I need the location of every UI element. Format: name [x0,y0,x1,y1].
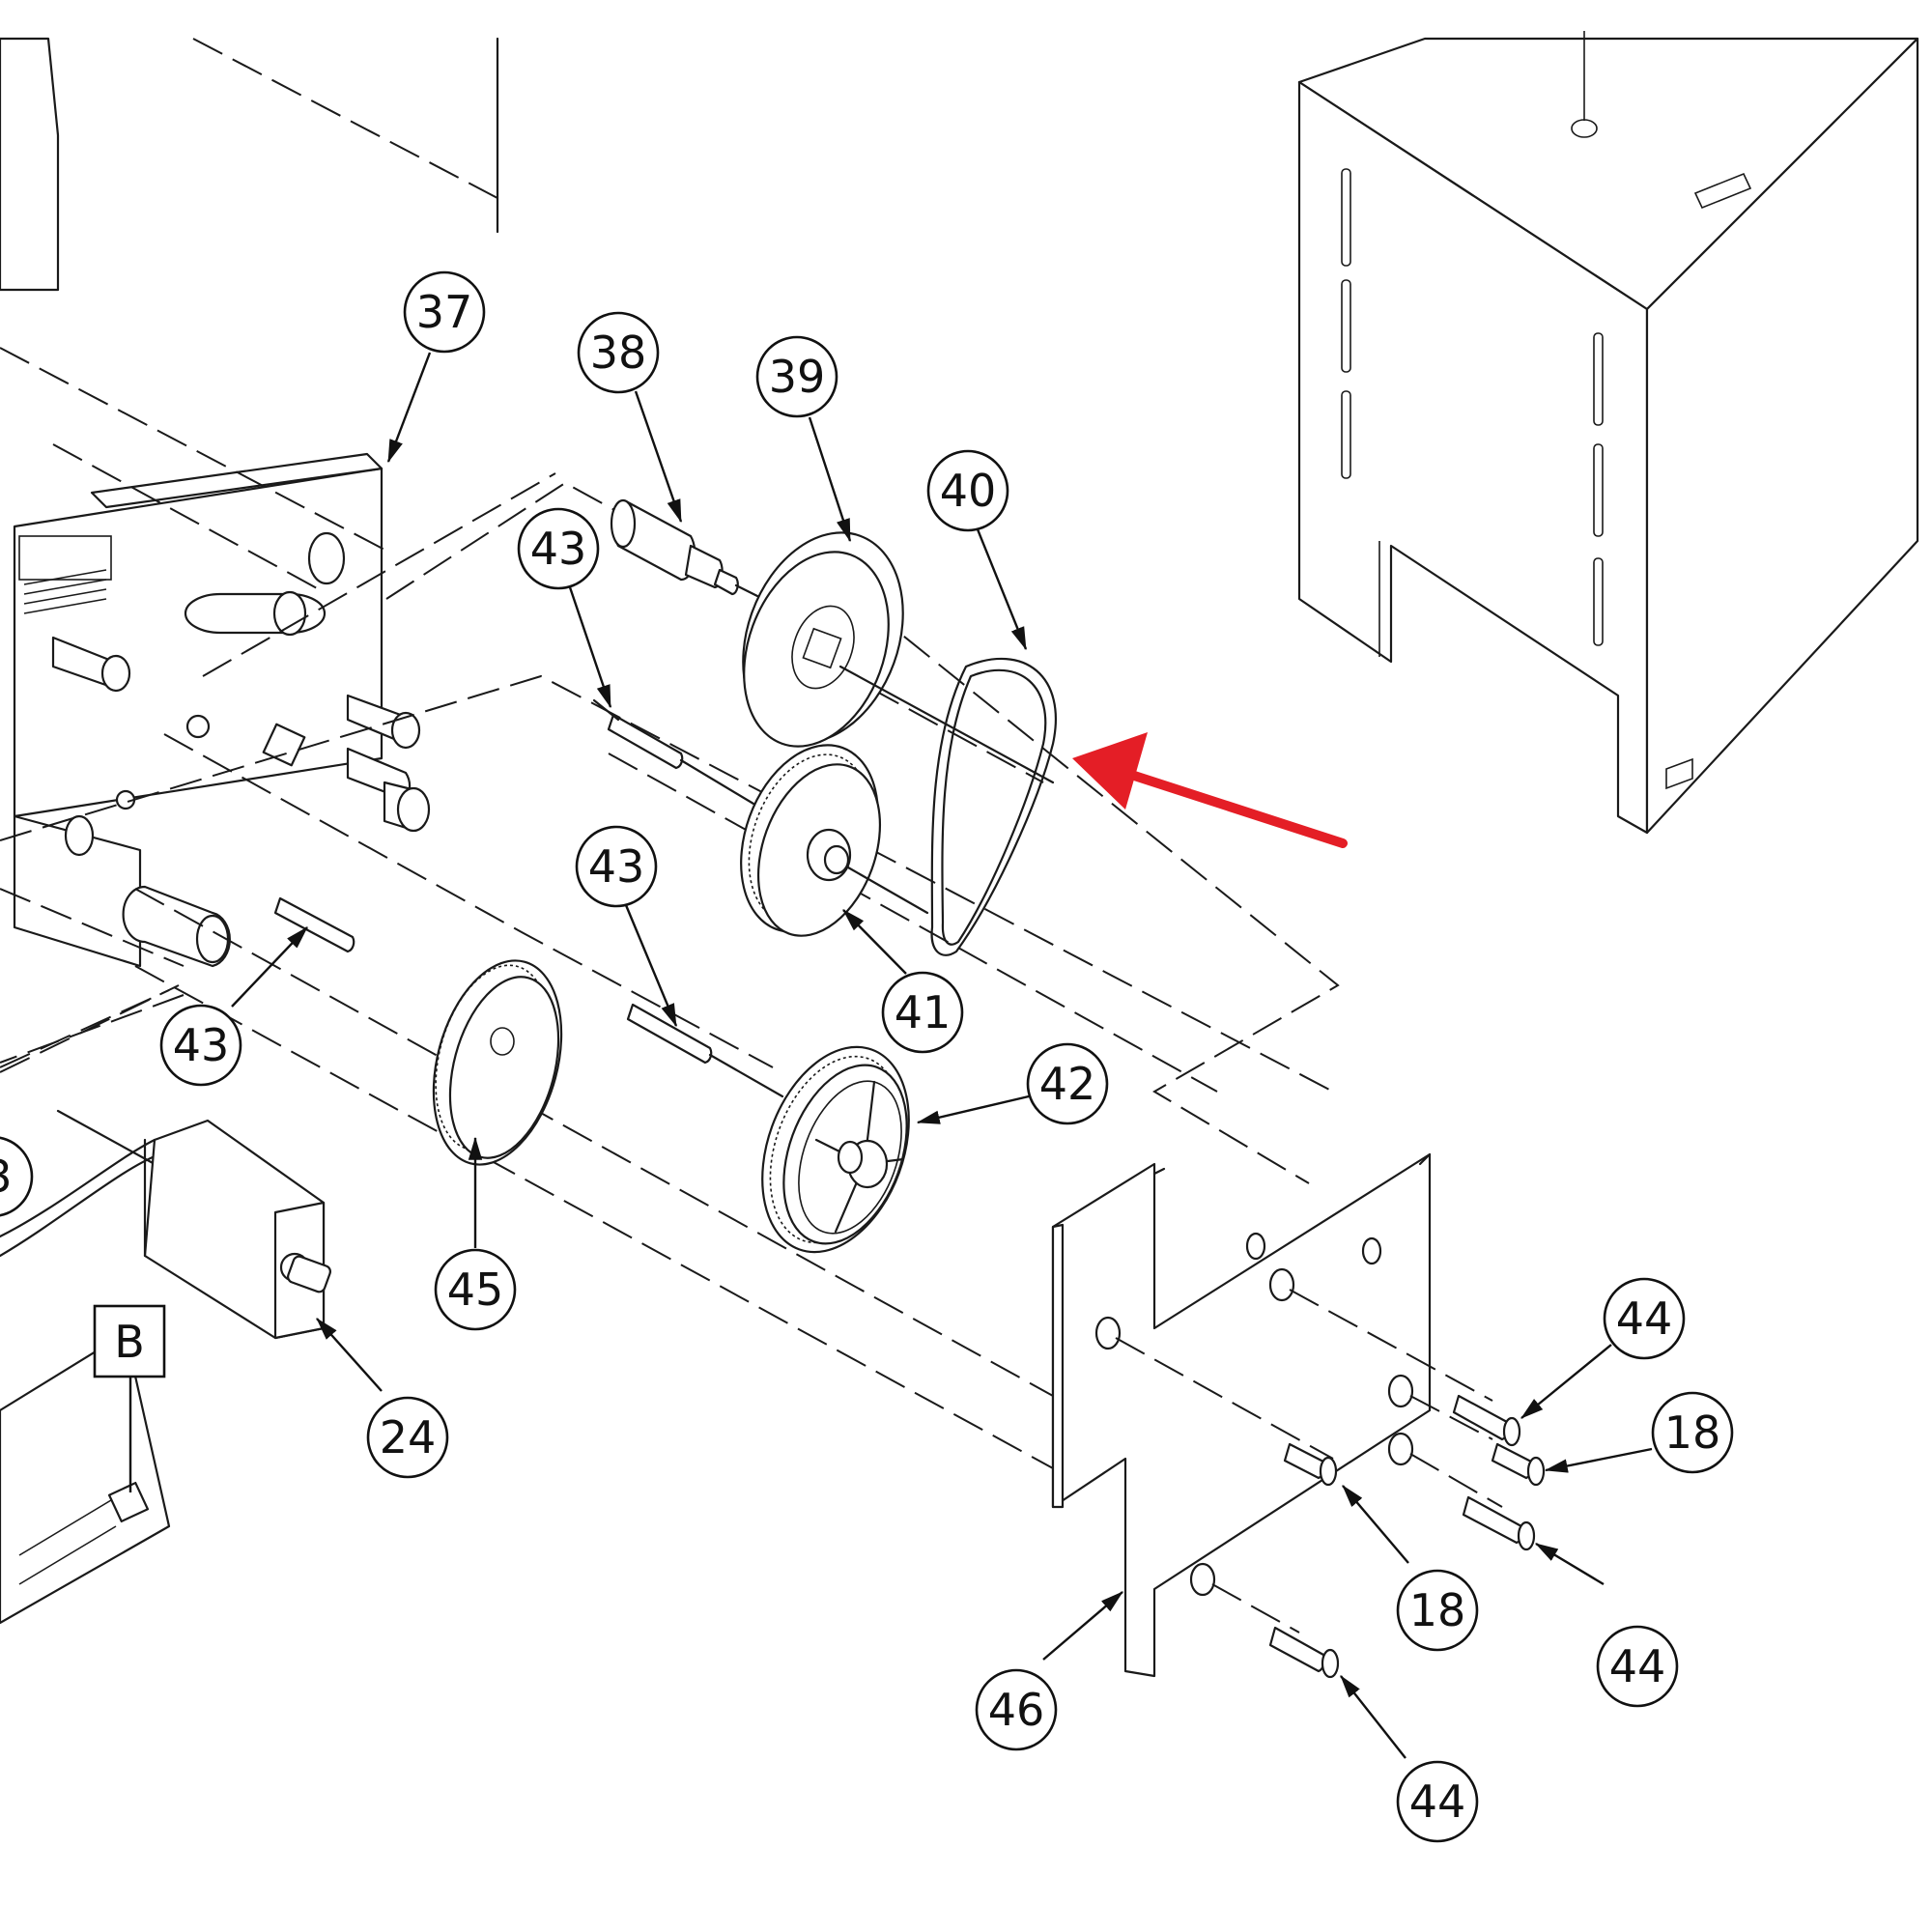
screw-44-mid [1462,1495,1536,1551]
leader-37 [386,352,432,464]
shaft-43-lower [626,1003,784,1098]
leader-43a [568,586,612,709]
gear-42 [761,1045,910,1254]
svg-text:40: 40 [940,465,997,517]
callout-44-upper: 44 [1603,1277,1686,1360]
red-pointer-arrow-icon [1072,732,1348,848]
callout-44-bottom: 44 [1396,1760,1479,1843]
gear-41 [740,744,929,937]
svg-text:B: B [114,1316,145,1368]
leader-44c [1340,1675,1406,1759]
callout-37: 37 [403,270,486,354]
svg-text:43: 43 [530,523,587,575]
svg-text:18: 18 [1409,1584,1466,1636]
belt-40 [930,657,1057,956]
callout-18-right: 18 [1651,1391,1734,1474]
screw-18-center [1283,1442,1338,1487]
screw-18-right [1491,1442,1546,1487]
svg-text:42: 42 [1039,1058,1096,1110]
leader-40 [976,528,1028,651]
leader-42 [916,1094,1030,1124]
svg-text:38: 38 [590,327,647,379]
svg-text:3: 3 [0,1151,13,1203]
leader-lines [128,352,1653,1759]
view-label-b: B [93,1304,166,1378]
main-frame [0,37,499,1625]
callout-24: 24 [366,1396,449,1479]
leader-39 [808,416,852,543]
leader-18b [1342,1485,1409,1564]
leader-38 [634,390,683,524]
leader-44a [1520,1344,1612,1419]
callout-38: 38 [577,311,660,394]
callout-43-upper: 43 [517,507,600,590]
svg-text:37: 37 [416,286,473,338]
leader-24 [316,1318,383,1392]
leader-46 [1042,1591,1123,1661]
callout-44-mid: 44 [1596,1625,1679,1708]
gear-45 [432,959,563,1166]
svg-text:43: 43 [173,1019,230,1071]
housing-cover [1297,31,1919,835]
leader-43c [231,926,308,1008]
svg-text:44: 44 [1409,1776,1466,1828]
pulley-39 [742,531,1055,784]
bracket-plate-46 [1051,1152,1503,1678]
callout-46: 46 [975,1668,1058,1751]
leader-18a [1544,1447,1653,1473]
assembly-centerlines [0,347,1340,1469]
svg-text:43: 43 [588,840,645,893]
leader-44b [1534,1542,1605,1586]
callout-42: 42 [1026,1042,1109,1125]
svg-text:45: 45 [447,1264,504,1316]
screw-44-upper [1452,1394,1521,1447]
callout-45: 45 [434,1248,517,1331]
screw-44-bottom [1268,1626,1340,1679]
svg-text:46: 46 [988,1684,1045,1736]
callout-41: 41 [881,971,964,1054]
shaft-43-left [273,896,355,953]
svg-text:24: 24 [380,1411,437,1463]
callout-43-left: 43 [159,1004,242,1087]
callout-18-center: 18 [1396,1569,1479,1652]
bushing-38 [610,498,765,601]
callout-39: 39 [755,335,838,418]
motor-24 [0,1109,331,1340]
svg-text:44: 44 [1616,1293,1673,1345]
svg-text:18: 18 [1664,1406,1721,1459]
svg-text:39: 39 [769,351,826,403]
leader-41 [842,909,907,975]
svg-text:44: 44 [1609,1640,1666,1692]
callout-43-lower: 43 [575,825,658,908]
leader-43b [624,904,678,1028]
svg-text:41: 41 [895,986,952,1038]
callout-40: 40 [926,449,1009,532]
callout-3-partial: 3 [0,1136,34,1217]
